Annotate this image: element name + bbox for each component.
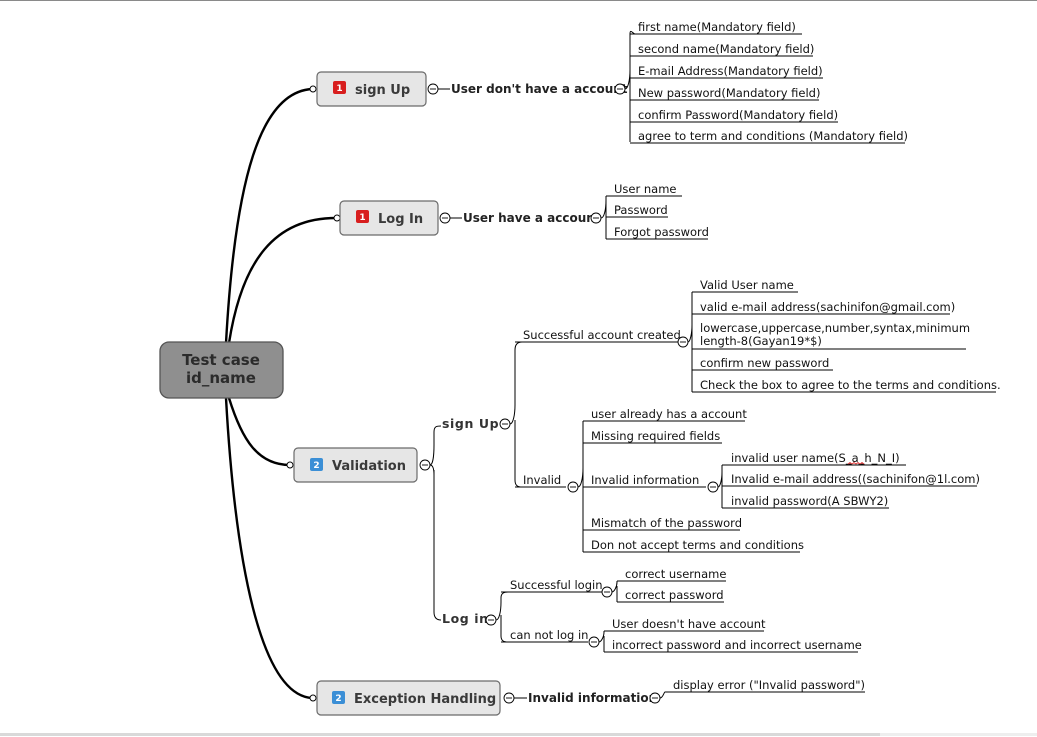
- connector-dot: [286, 461, 294, 469]
- top-border: [0, 0, 1037, 1]
- topic-signup-label: sign Up: [355, 83, 410, 98]
- connector-dot: [309, 85, 317, 93]
- signup-field: second name(Mandatory field): [638, 42, 814, 56]
- connector-dot: [333, 214, 341, 222]
- collapse-validation-signup-icon[interactable]: [499, 418, 511, 430]
- branch-validation: 2 Validation sign Up Successful account …: [286, 278, 1001, 653]
- success-item: length-8(Gayan19*$): [700, 334, 822, 348]
- topic-exception[interactable]: 2 Exception Handling: [316, 680, 501, 716]
- signup-condition: User don't have a account: [451, 82, 628, 96]
- topic-signup[interactable]: 1 sign Up: [316, 71, 427, 107]
- topic-login[interactable]: 1 Log In: [339, 200, 439, 236]
- collapse-invalid-info-icon[interactable]: [707, 481, 719, 493]
- validation-signup-label: sign Up: [442, 416, 499, 431]
- invalid-item: Missing required fields: [591, 429, 720, 443]
- collapse-login-success-icon[interactable]: [601, 586, 613, 598]
- priority-number: 2: [335, 694, 341, 704]
- collapse-exception-condition-icon[interactable]: [649, 692, 661, 704]
- collapse-exception-icon[interactable]: [503, 692, 515, 704]
- signup-field: E-mail Address(Mandatory field): [638, 64, 823, 78]
- validation-success-label: Successful account created: [523, 328, 681, 342]
- priority-number: 2: [313, 461, 319, 471]
- collapse-invalid-icon[interactable]: [567, 481, 579, 493]
- collapse-validation-login-icon[interactable]: [485, 614, 497, 626]
- collapse-signup-icon[interactable]: [427, 83, 439, 95]
- root-title-line1: Test case: [182, 351, 260, 369]
- validation-login-label: Log in: [442, 611, 489, 626]
- branch-signup: 1 sign Up User don't have a account firs…: [309, 20, 908, 144]
- collapse-login-fail-icon[interactable]: [588, 636, 600, 648]
- branch-exception: 2 Exception Handling Invalid information…: [309, 678, 865, 716]
- login-success-item: correct password: [625, 588, 724, 602]
- invalid-item: Mismatch of the password: [591, 516, 742, 530]
- login-fail-item: incorrect password and incorrect usernam…: [612, 638, 862, 652]
- signup-field: confirm Password(Mandatory field): [638, 108, 838, 122]
- topic-validation[interactable]: 2 Validation: [293, 447, 418, 483]
- priority-badge-icon: [333, 81, 346, 94]
- bottom-scrollbar[interactable]: [0, 733, 880, 736]
- collapse-login-icon[interactable]: [439, 212, 451, 224]
- bottom-scrollbar-track: [880, 733, 1037, 736]
- success-item: Check the box to agree to the terms and …: [700, 378, 1001, 392]
- signup-field: first name(Mandatory field): [638, 20, 796, 34]
- success-item: valid e-mail address(sachinifon@gmail.co…: [700, 300, 955, 314]
- invalid-item: Invalid information: [591, 473, 699, 487]
- login-success-item: correct username: [625, 567, 726, 581]
- root-title-line2: id_name: [186, 369, 256, 387]
- topic-login-label: Log In: [378, 212, 423, 227]
- invalid-item: Don not accept terms and conditions: [591, 538, 804, 552]
- login-fail-item: User doesn't have account: [612, 617, 766, 631]
- login-field: Forgot password: [614, 225, 709, 239]
- success-item: confirm new password: [700, 356, 829, 370]
- priority-badge-icon: [310, 458, 323, 471]
- priority-badge-icon: [332, 691, 345, 704]
- login-fail-label: can not log in: [510, 628, 588, 642]
- invalid-info-item: invalid password(A SBWY2): [731, 494, 888, 508]
- branch-login: 1 Log In User have a account User name P…: [333, 182, 709, 240]
- validation-invalid-label: Invalid: [523, 473, 561, 487]
- signup-field: agree to term and conditions (Mandatory …: [638, 129, 908, 143]
- exception-item: display error ("Invalid password"): [673, 678, 865, 692]
- login-success-label: Successful login: [510, 578, 603, 592]
- collapse-validation-icon[interactable]: [419, 459, 431, 471]
- collapse-success-icon[interactable]: [677, 336, 689, 348]
- login-field: User name: [614, 182, 676, 196]
- priority-badge-icon: [356, 210, 369, 223]
- invalid-item: user already has a account: [591, 407, 747, 421]
- collapse-login-condition-icon[interactable]: [590, 212, 602, 224]
- spellcheck-underline: [847, 462, 865, 465]
- signup-field: New password(Mandatory field): [638, 86, 820, 100]
- invalid-info-item: invalid user name(S_a_h_N_I): [731, 451, 900, 465]
- priority-number: 1: [336, 84, 342, 94]
- priority-number: 1: [359, 213, 365, 223]
- root-node[interactable]: Test case id_name: [159, 341, 284, 399]
- login-field: Password: [614, 203, 668, 217]
- collapse-signup-condition-icon[interactable]: [614, 83, 626, 95]
- connector-dot: [309, 694, 317, 702]
- success-item: Valid User name: [700, 278, 794, 292]
- success-item: lowercase,uppercase,number,syntax,minimu…: [700, 321, 970, 335]
- invalid-info-item: Invalid e-mail address((sachinifon@1l.co…: [731, 472, 980, 486]
- topic-exception-label: Exception Handling: [354, 692, 496, 707]
- exception-condition: Invalid information: [528, 691, 657, 705]
- root-connectors: [224, 87, 338, 700]
- topic-validation-label: Validation: [332, 459, 406, 474]
- login-condition: User have a account: [463, 211, 601, 225]
